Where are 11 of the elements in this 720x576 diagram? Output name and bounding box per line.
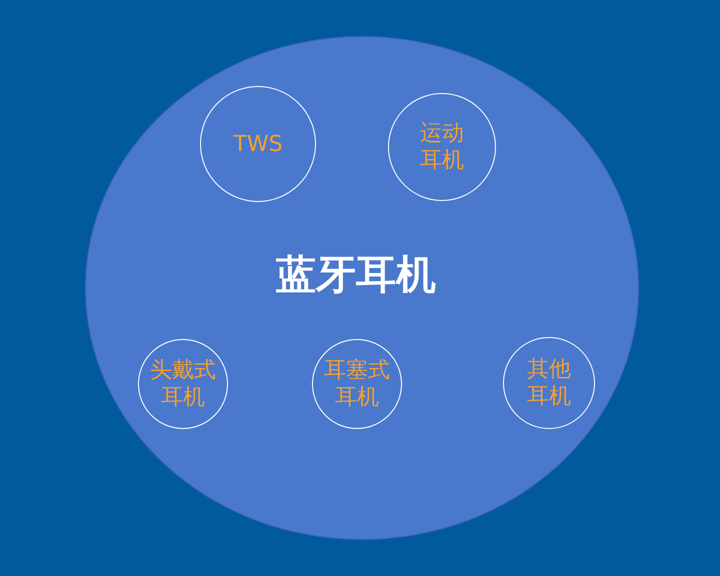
ellipse-title: 蓝牙耳机	[276, 250, 436, 300]
circle	[200, 86, 316, 202]
circle-label: 耳塞式耳机	[323, 357, 391, 411]
circle	[388, 93, 496, 201]
circle-label: 其他耳机	[526, 356, 572, 410]
circle	[138, 339, 228, 429]
circle	[503, 337, 595, 429]
circle-label: 运动耳机	[419, 120, 465, 174]
circle-label: TWS	[232, 130, 284, 158]
circle	[312, 339, 402, 429]
circle-label: 头戴式耳机	[149, 357, 217, 411]
